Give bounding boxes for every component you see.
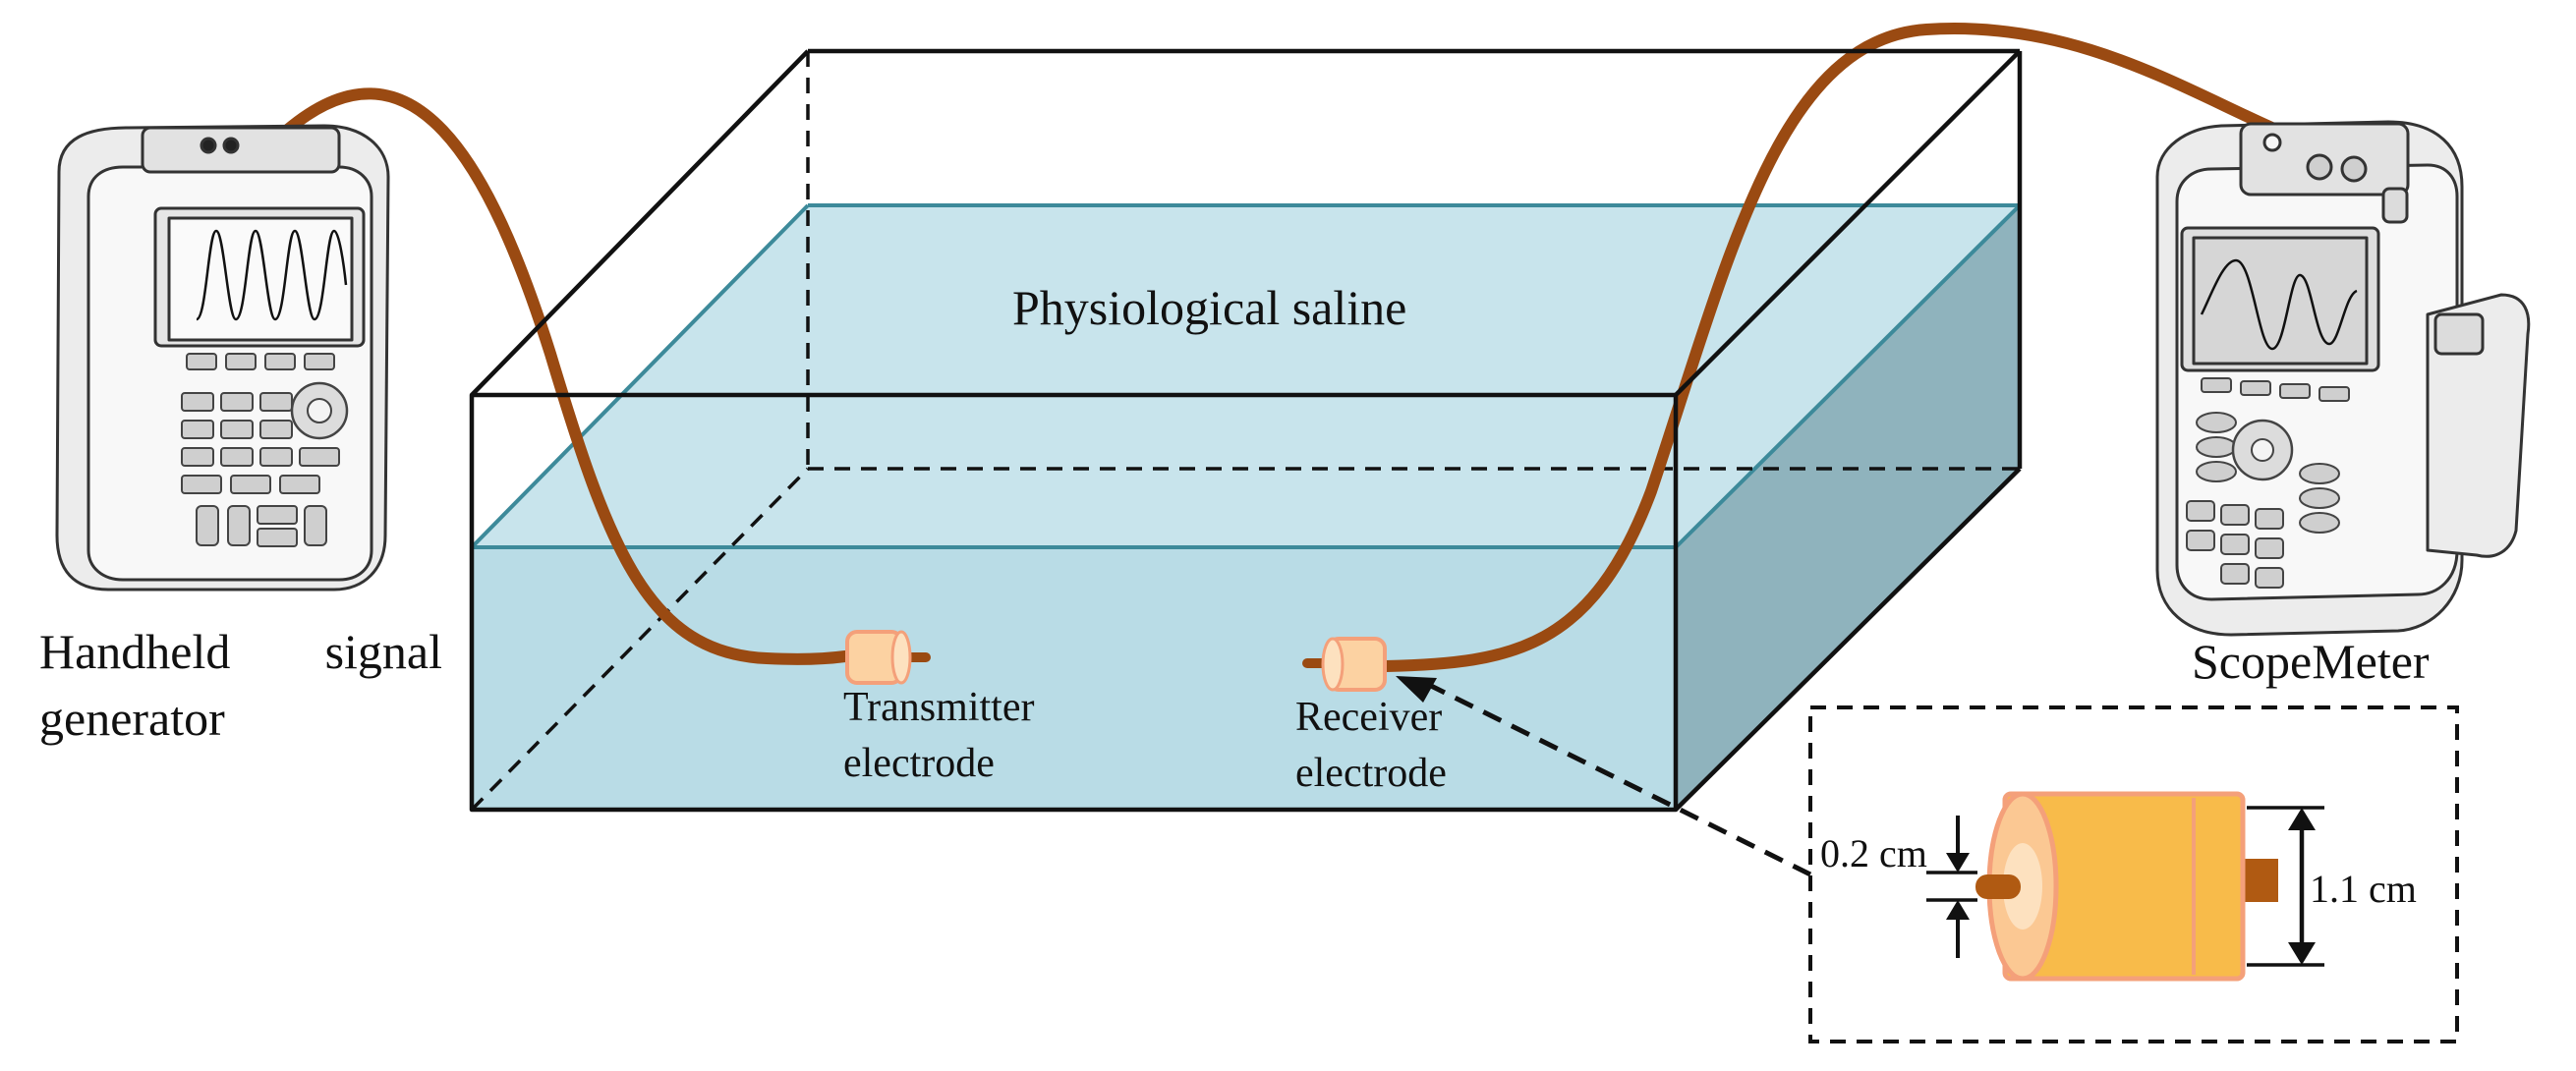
tank-hidden-edges [470, 51, 2020, 812]
generator-label-line1a: Handheld [39, 624, 230, 679]
sine-wave-icon [2200, 258, 2358, 351]
tank-edges [469, 48, 2023, 813]
saline-water [470, 203, 2022, 810]
scopemeter-label: ScopeMeter [2192, 634, 2430, 689]
transmitter-electrode [845, 630, 931, 685]
pointer-arrowhead [1396, 676, 1437, 703]
generator-label-line1b: signal [325, 624, 442, 679]
tank-front-face [469, 392, 1679, 813]
receiver-electrode [1302, 637, 1387, 692]
water-front-face [472, 547, 1676, 810]
cables [277, 23, 2282, 672]
water-surface-edge [1674, 203, 2022, 549]
scope-screen [2192, 236, 2369, 366]
water-surface-edge [470, 203, 810, 549]
inset-frame [1808, 705, 2459, 1043]
transmitter-label-line1: Transmitter [843, 685, 1034, 730]
dimension-1-1cm: 1.1 cm [2310, 867, 2417, 911]
receiver-cable [1380, 23, 2282, 672]
electrode-front-pin [1975, 874, 2021, 899]
transmitter-label-line2: electrode [843, 741, 995, 786]
water-side-face [1676, 205, 2020, 810]
generator-label-line2: generator [39, 691, 225, 746]
saline-label: Physiological saline [1012, 280, 1406, 335]
receiver-label-line2: electrode [1295, 751, 1447, 796]
dimension-0-2cm: 0.2 cm [1820, 831, 1927, 875]
sine-wave-icon [195, 229, 348, 321]
handheld-signal-generator-icon [55, 124, 390, 592]
zoom-pointer [1396, 676, 1812, 877]
electrode-detail-inset [1808, 705, 2459, 1043]
electrode-rear-pin [2243, 859, 2278, 902]
receiver-label-line1: Receiver [1295, 695, 1442, 740]
water-top-surface [472, 205, 2020, 547]
scopemeter-icon [2155, 120, 2531, 637]
transmitter-cable [277, 87, 851, 665]
